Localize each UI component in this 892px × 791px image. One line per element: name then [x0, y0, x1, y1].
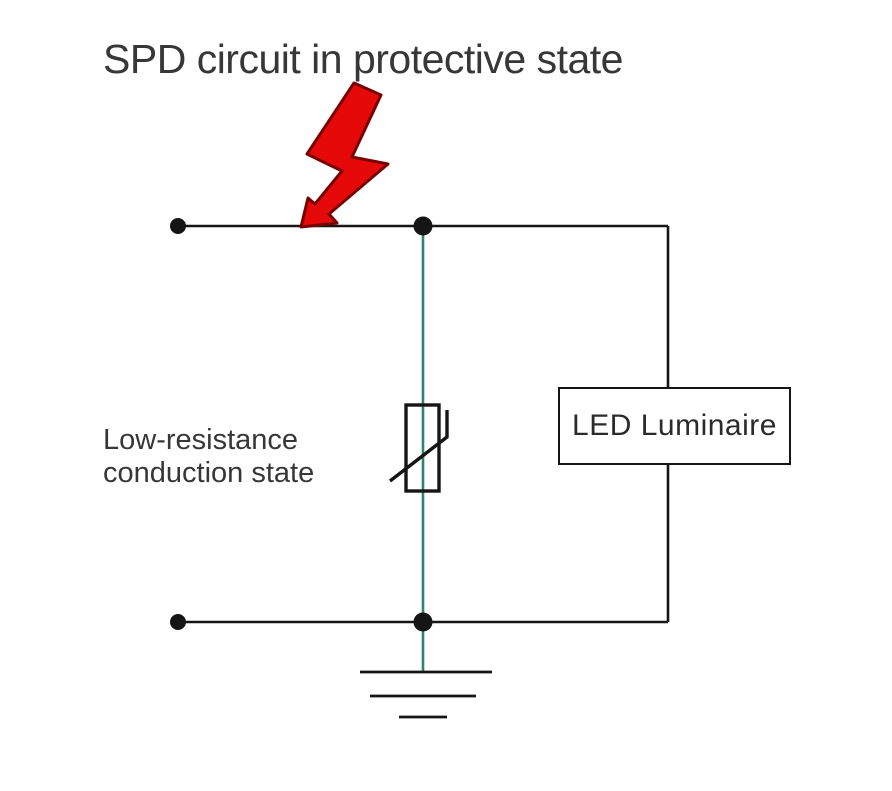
led-luminaire-box: LED Luminaire — [558, 387, 791, 465]
bottom-left-terminal-dot — [170, 614, 186, 630]
spd-state-label-line2: conduction state — [103, 457, 315, 489]
spd-state-label: Low-resistance conduction state — [103, 424, 314, 490]
top-left-terminal-dot — [170, 218, 186, 234]
led-luminaire-label: LED Luminaire — [572, 409, 777, 442]
bottom-junction-dot — [413, 612, 433, 632]
top-junction-dot — [413, 216, 433, 236]
earth-ground-symbol — [360, 670, 492, 719]
varistor-symbol — [388, 403, 449, 493]
spd-state-label-line1: Low-resistance — [103, 424, 299, 456]
lightning-bolt-icon — [299, 81, 390, 229]
diagram-title: SPD circuit in protective state — [103, 36, 623, 82]
varistor-body — [404, 403, 441, 493]
varistor-diagonal — [388, 410, 449, 483]
